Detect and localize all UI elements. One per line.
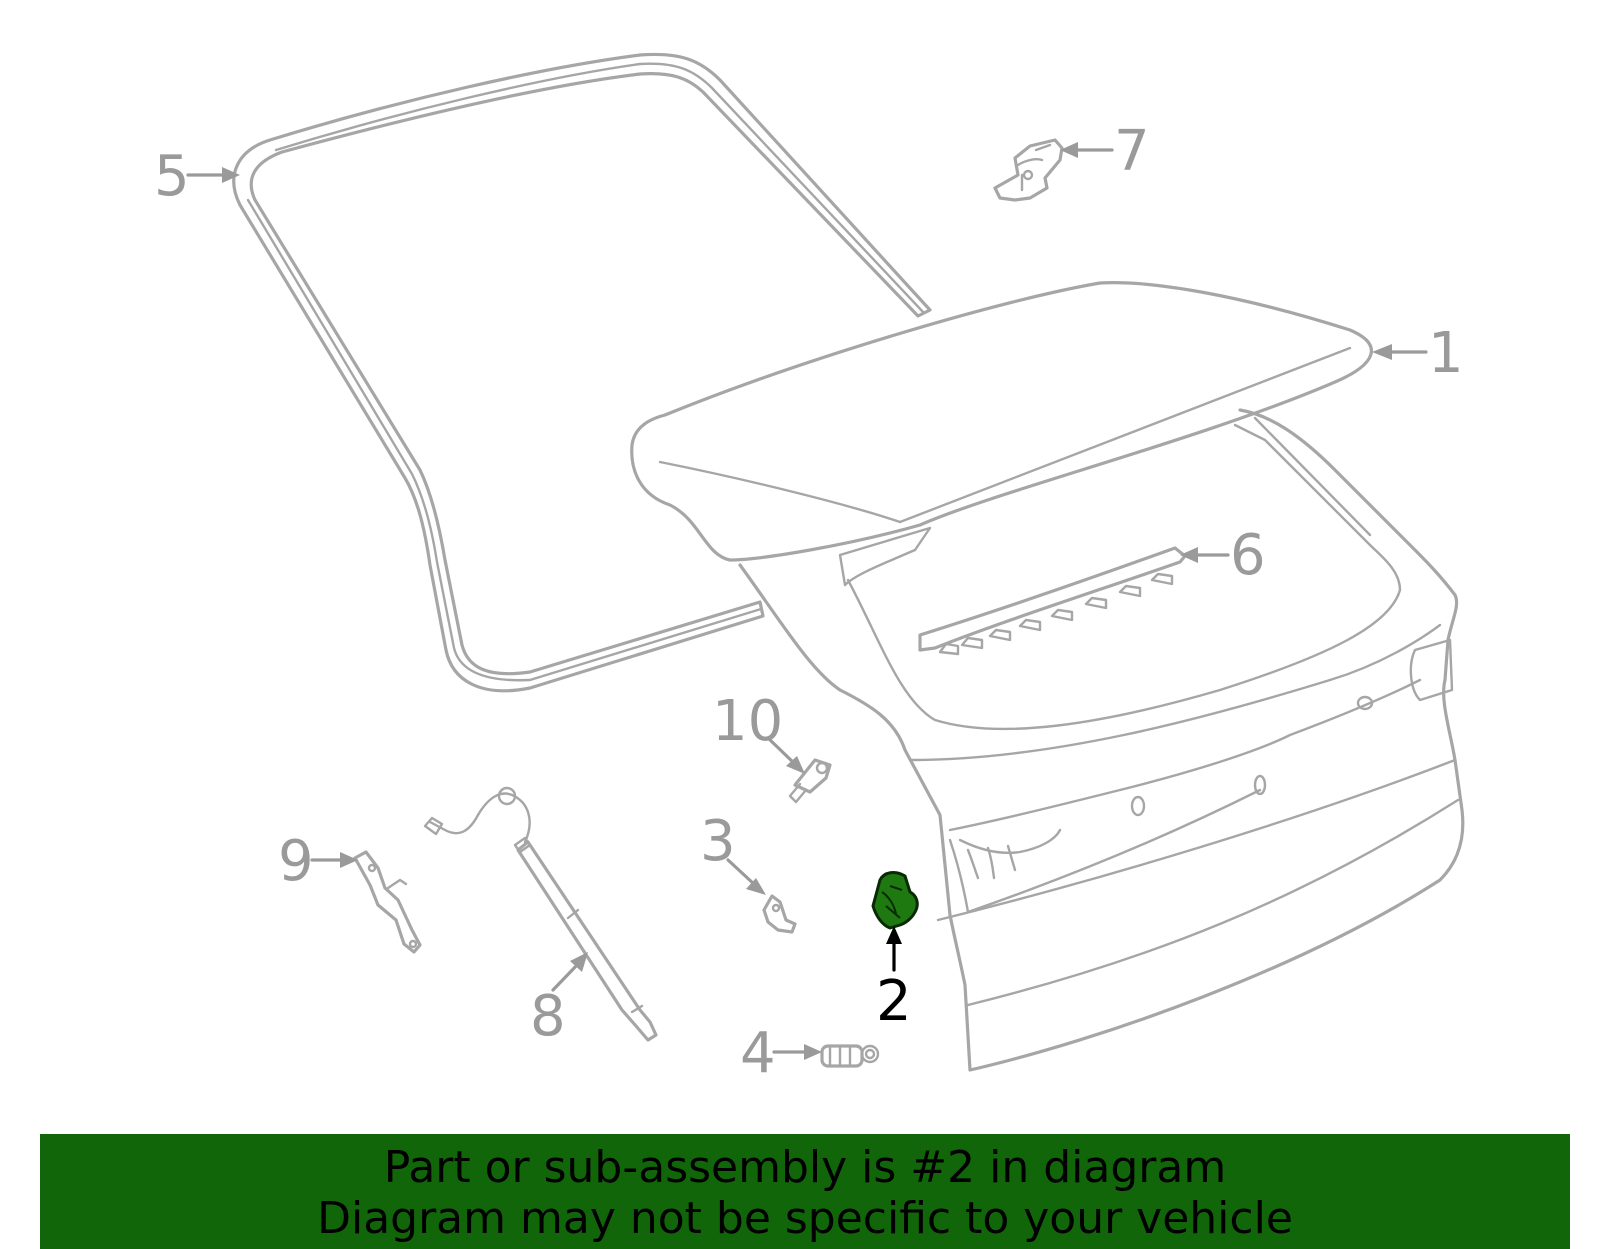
- notice-banner: Part or sub-assembly is #2 in diagram Di…: [40, 1134, 1570, 1249]
- callout-6: 6: [1180, 523, 1266, 588]
- callout-1: 1: [1372, 321, 1464, 386]
- part-2-latch-highlighted: [871, 871, 919, 930]
- part-10-bumper: [788, 758, 832, 804]
- part-6-brake-lamp: [918, 546, 1187, 656]
- part-9-hinge-bracket: [353, 850, 422, 954]
- callout-label-3: 3: [700, 809, 736, 874]
- part-5-weatherstrip: [232, 52, 932, 693]
- callout-10: 10: [712, 689, 805, 774]
- callout-label-5: 5: [154, 144, 190, 209]
- part-8-strut: [423, 786, 658, 1042]
- callout-label-4: 4: [740, 1021, 776, 1086]
- callout-label-2: 2: [876, 969, 912, 1034]
- callout-3: 3: [700, 809, 766, 895]
- callout-label-7: 7: [1114, 119, 1150, 184]
- callout-label-1: 1: [1428, 321, 1464, 386]
- callout-label-8: 8: [530, 984, 566, 1049]
- callout-label-9: 9: [278, 829, 314, 894]
- banner-line-1: Part or sub-assembly is #2 in diagram: [383, 1142, 1227, 1193]
- callout-label-6: 6: [1230, 523, 1266, 588]
- banner-line-2: Diagram may not be specific to your vehi…: [317, 1193, 1293, 1244]
- callout-5: 5: [154, 144, 240, 209]
- callout-label-10: 10: [712, 689, 783, 754]
- part-7-hinge: [993, 138, 1064, 202]
- callout-2: 2: [876, 926, 912, 1034]
- callout-8: 8: [530, 952, 588, 1049]
- part-4-switch: [820, 1044, 880, 1068]
- callout-9: 9: [278, 829, 358, 894]
- part-3-bracket: [762, 894, 797, 934]
- part-1-liftgate: [630, 281, 1465, 1072]
- callout-7: 7: [1060, 119, 1150, 184]
- callout-4: 4: [740, 1021, 822, 1086]
